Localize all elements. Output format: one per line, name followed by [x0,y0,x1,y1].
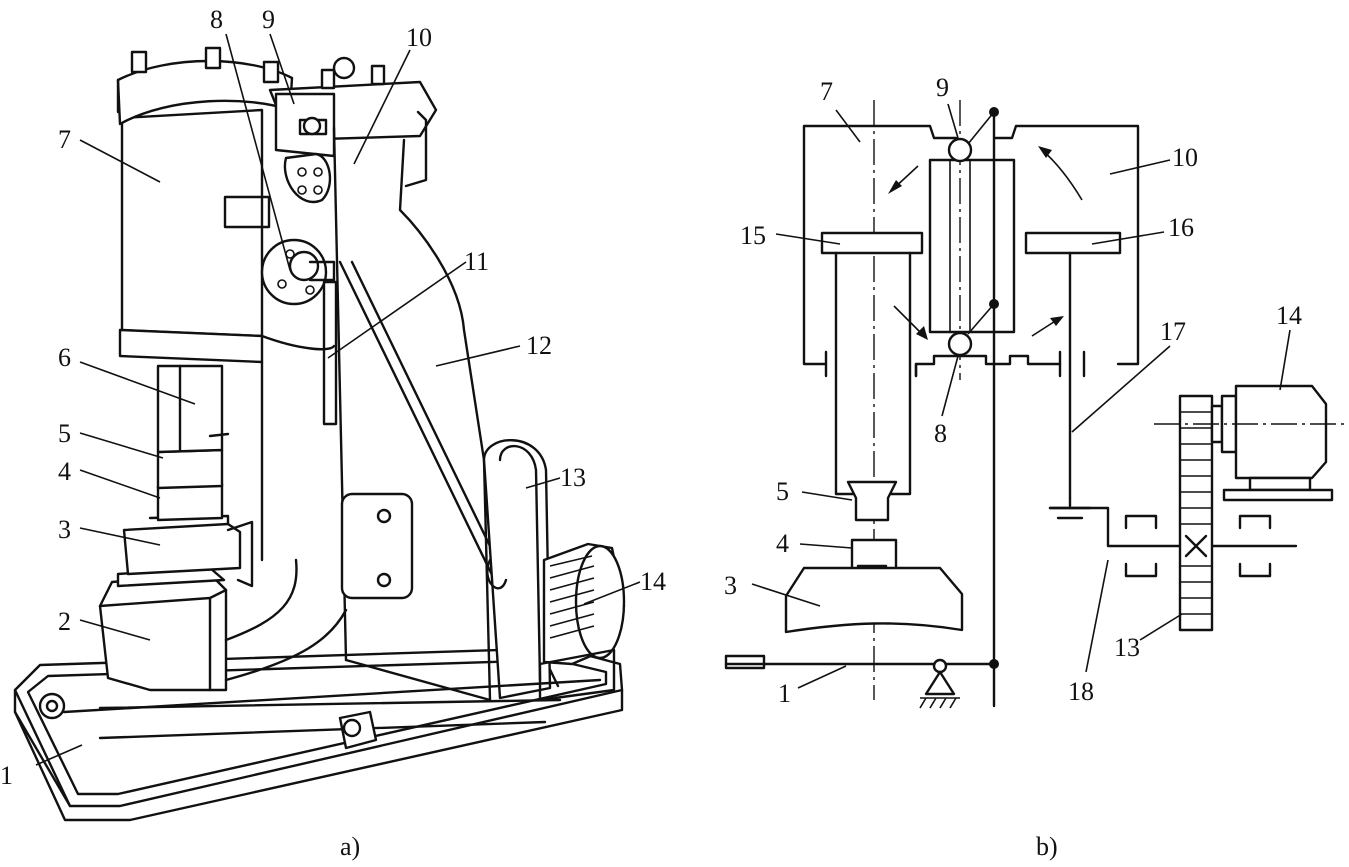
label-a-11: 11 [464,247,489,276]
label-b-1: 1 [778,679,791,708]
drive-train [1048,394,1298,632]
working-cylinder [118,108,271,364]
label-a-3: 3 [58,515,71,544]
leaders-b [751,103,1291,689]
label-b-4: 4 [776,529,789,558]
label-b-13: 13 [1114,633,1140,662]
lower-valve [260,238,336,306]
frame-body [224,126,492,702]
valve-chamber [914,100,1062,380]
label-a-14: 14 [640,567,666,596]
ram-and-dies [156,364,230,522]
label-a-7: 7 [58,125,71,154]
label-b-16: 16 [1168,213,1194,242]
labels-a: 1 2 3 4 5 6 7 8 9 10 11 12 13 14 [0,5,666,790]
motor-schematic [1154,384,1349,502]
dies-schematic [784,480,964,634]
label-b-9: 9 [936,73,949,102]
label-a-12: 12 [526,331,552,360]
lower-anvil [122,514,254,588]
pedal-lever [724,654,996,709]
label-b-14: 14 [1276,301,1302,330]
diagram-b: 7 9 10 15 16 8 17 14 5 4 3 1 13 18 b) [724,73,1349,861]
flow-arrows [888,146,1083,340]
pedal-linkage [62,678,602,750]
label-a-1: 1 [0,761,13,790]
belt-guard [482,439,552,700]
label-a-10: 10 [406,23,432,52]
label-b-10: 10 [1172,143,1198,172]
leaders-a [35,33,641,766]
label-a-5: 5 [58,419,71,448]
compression-cylinder-schematic [992,124,1140,500]
label-a-6: 6 [58,343,71,372]
label-a-9: 9 [262,5,275,34]
labels-b: 7 9 10 15 16 8 17 14 5 4 3 1 13 18 [724,73,1302,708]
label-b-8: 8 [934,419,947,448]
label-a-2: 2 [58,607,71,636]
label-b-18: 18 [1068,677,1094,706]
caption-a: a) [340,832,360,861]
label-b-7: 7 [820,77,833,106]
label-a-8: 8 [210,5,223,34]
label-a-4: 4 [58,457,71,486]
label-b-5: 5 [776,477,789,506]
label-b-17: 17 [1160,317,1186,346]
diagram-a: 1 2 3 4 5 6 7 8 9 10 11 12 13 14 a) [0,5,666,861]
label-b-3: 3 [724,571,737,600]
label-b-15: 15 [740,221,766,250]
upper-valve [274,92,336,204]
label-a-13: 13 [560,463,586,492]
caption-b: b) [1036,832,1058,861]
anvil-block [98,566,228,692]
